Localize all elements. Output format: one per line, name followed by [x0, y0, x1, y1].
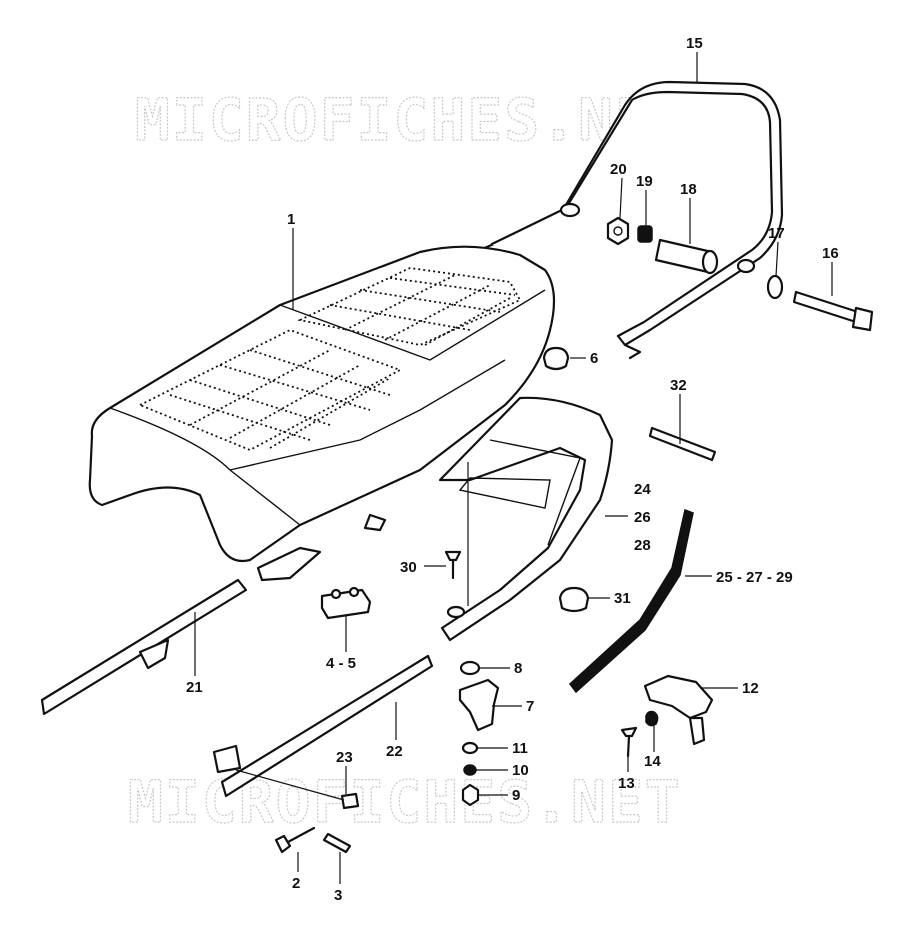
part-13-screw — [620, 726, 638, 758]
callout-12: 12 — [742, 680, 759, 697]
callout-1: 1 — [287, 211, 295, 228]
part-6-cushion — [542, 346, 570, 371]
callout-13: 13 — [618, 775, 635, 792]
callout-6: 6 — [590, 350, 598, 367]
callout-22: 22 — [386, 743, 403, 760]
part-25-27-29-molding — [568, 508, 694, 694]
watermark-bottom: MICROFICHES.NET — [128, 768, 682, 836]
part-4-5-bracket — [320, 586, 372, 620]
part-11-washer — [461, 741, 479, 755]
callout-15: 15 — [686, 35, 703, 52]
part-12-seat-lock — [643, 674, 714, 746]
part-9-nut — [461, 783, 480, 807]
watermark-top: MICROFICHES.NET — [135, 86, 689, 154]
callout-2: 2 — [292, 875, 300, 892]
part-22-side-rail — [212, 654, 434, 798]
callouts: 1 15 20 19 18 17 16 6 32 24 26 28 25 - 2… — [186, 35, 839, 904]
part-14-cap — [645, 710, 659, 727]
part-31-grommet — [558, 586, 590, 613]
callout-21: 21 — [186, 679, 203, 696]
callout-25-27-29: 25 - 27 - 29 — [716, 569, 793, 586]
part-30-screw — [444, 550, 462, 580]
part-16-bolt — [792, 290, 874, 332]
callout-7: 7 — [526, 698, 534, 715]
callout-16: 16 — [822, 245, 839, 262]
callout-4-5: 4 - 5 — [326, 655, 356, 672]
part-8-washer — [459, 660, 481, 676]
callout-31: 31 — [614, 590, 631, 607]
part-19-cushion — [637, 225, 653, 243]
part-10-lock-washer — [463, 764, 477, 776]
part-1-seat — [88, 245, 556, 582]
part-21-side-rail — [40, 578, 248, 716]
callout-18: 18 — [680, 181, 697, 198]
part-15-grab-rail — [478, 80, 784, 360]
callout-30: 30 — [400, 559, 417, 576]
part-2-pin — [274, 826, 316, 854]
part-23-bolt — [340, 792, 360, 810]
part-3-spring — [322, 832, 352, 854]
callout-9: 9 — [512, 787, 520, 804]
callout-8: 8 — [514, 660, 522, 677]
part-7-bracket — [458, 678, 500, 732]
callout-3: 3 — [334, 887, 342, 904]
callout-23: 23 — [336, 749, 353, 766]
leader-lines — [194, 52, 833, 884]
callout-19: 19 — [636, 173, 653, 190]
part-32-emblem — [648, 426, 717, 462]
part-20-nut — [606, 216, 630, 246]
callout-14: 14 — [644, 753, 661, 770]
part-18-collar — [654, 238, 719, 275]
callout-20: 20 — [610, 161, 627, 178]
callout-17: 17 — [768, 225, 785, 242]
callout-10: 10 — [512, 762, 529, 779]
callout-24: 24 — [634, 481, 651, 498]
callout-11: 11 — [512, 740, 528, 757]
part-17-washer — [766, 274, 784, 300]
callout-28: 28 — [634, 537, 651, 554]
part-24-26-28-tail-cover — [438, 396, 614, 642]
callout-32: 32 — [670, 377, 687, 394]
callout-26: 26 — [634, 509, 651, 526]
